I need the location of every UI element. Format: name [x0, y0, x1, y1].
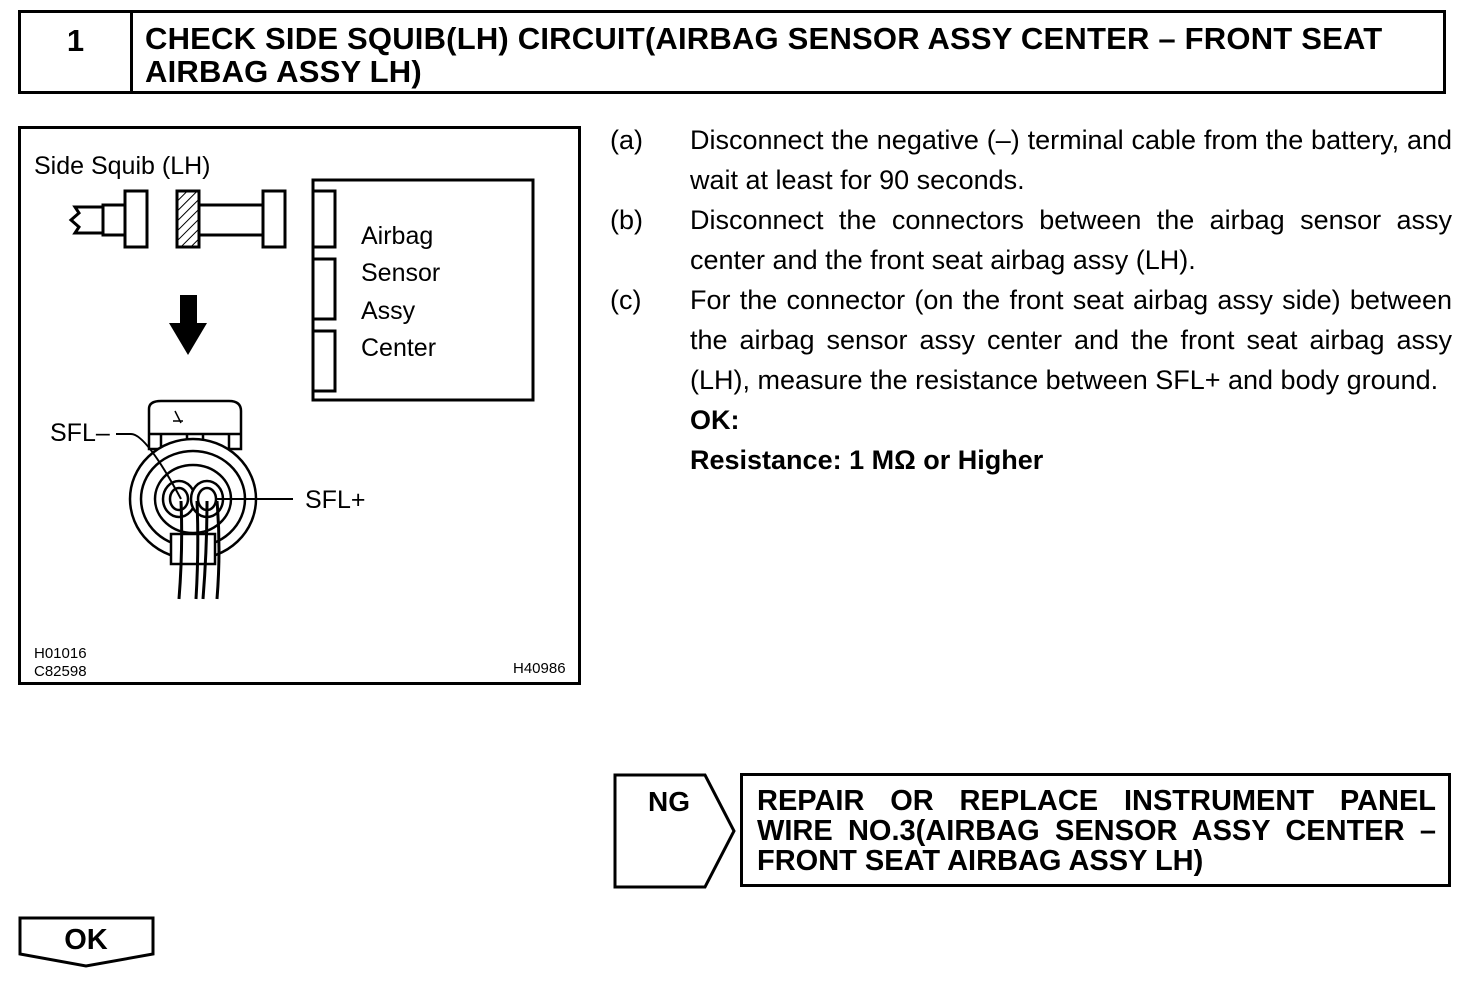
procedure-step: (b) Disconnect the connectors between th… — [610, 200, 1452, 280]
procedure-step: (a) Disconnect the negative (–) terminal… — [610, 120, 1452, 200]
ok-heading: OK: — [690, 405, 740, 435]
connector-diagram — [68, 178, 535, 600]
terminal-plus-label: SFL+ — [305, 486, 366, 514]
step-header: 1 CHECK SIDE SQUIB(LH) CIRCUIT(AIRBAG SE… — [18, 10, 1446, 94]
ok-label: OK — [64, 924, 108, 956]
ecu-label-line-3: Assy — [361, 297, 416, 325]
connector-illustration: Side Squib (LH) Airbag Sensor Assy Cente… — [18, 126, 581, 685]
step-text: Disconnect the connectors between the ai… — [690, 205, 1452, 275]
ecu-label-line-2: Sensor — [361, 259, 441, 287]
ng-label: NG — [648, 786, 690, 817]
side-squib-label: Side Squib (LH) — [34, 152, 211, 180]
step-title: CHECK SIDE SQUIB(LH) CIRCUIT(AIRBAG SENS… — [145, 21, 1383, 89]
figure-code-1: H01016 — [34, 645, 87, 662]
ng-arrow-box — [613, 773, 736, 889]
step-label: (a) — [610, 125, 643, 155]
ecu-label-line-4: Center — [361, 334, 437, 362]
down-arrow-icon — [169, 295, 207, 355]
ecu-label-line-1: Airbag — [361, 222, 434, 250]
hatched-connector-part — [175, 189, 201, 249]
airbag-sensor-box-drawing — [311, 178, 535, 402]
ng-repair-action: REPAIR OR REPLACE INSTRUMENT PANEL WIRE … — [740, 773, 1451, 887]
procedure-step: (c) For the connector (on the front seat… — [610, 280, 1452, 400]
step-number: 1 — [21, 13, 133, 91]
figure-code-3: H40986 — [513, 660, 566, 677]
step-label: (c) — [610, 285, 642, 315]
procedure-steps: (a) Disconnect the negative (–) terminal… — [610, 120, 1452, 480]
ok-arrow-box — [18, 916, 155, 968]
step-text: For the connector (on the front seat air… — [690, 285, 1452, 395]
figure-code-2: C82598 — [34, 663, 87, 680]
step-text: Disconnect the negative (–) terminal cab… — [690, 125, 1452, 195]
resistance-spec: Resistance: 1 MΩ or Higher — [690, 445, 1044, 475]
step-label: (b) — [610, 205, 643, 235]
terminal-minus-label: SFL– — [50, 419, 110, 447]
